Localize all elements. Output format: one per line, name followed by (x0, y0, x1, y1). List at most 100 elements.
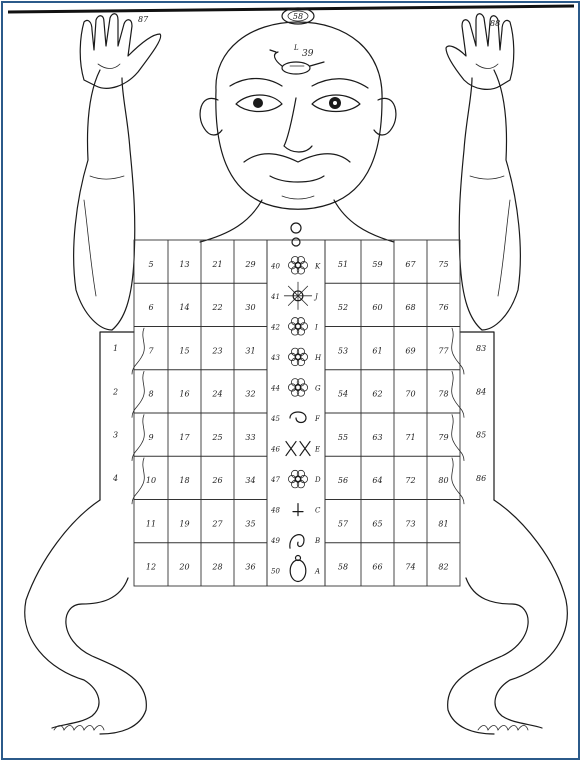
grid-cell-number: 51 (338, 260, 348, 269)
left-eye-icon (253, 98, 263, 108)
grid-cell-number: 61 (372, 346, 382, 355)
neck-right (334, 200, 394, 242)
spine-number: 42 (270, 323, 280, 331)
neck-left (200, 200, 262, 242)
spine-column: 40K41J42I43H44G45F46E47D48C49B50A (267, 223, 325, 586)
spine-symbol-icon (286, 442, 310, 456)
spine-letter: D (314, 476, 321, 484)
grid-cell-number: 67 (405, 260, 416, 269)
grid-cell-number: 62 (372, 390, 382, 399)
left-hand-label: 87 (138, 15, 149, 24)
side-label-left: 1 (113, 344, 118, 353)
top-seal-label: 58 (293, 12, 303, 21)
grid-cell-number: 66 (372, 563, 382, 572)
grid-cell-number: 13 (179, 260, 189, 269)
grid-cell-number: 58 (338, 563, 348, 572)
grid-cell-number: 34 (245, 476, 255, 485)
spine-symbol-icon (290, 556, 306, 582)
serpent-icon (452, 371, 464, 417)
grid-cell-number: 68 (405, 303, 415, 312)
spine-number: 48 (270, 507, 280, 515)
side-label-right: 84 (476, 387, 486, 396)
spine-letter: J (313, 293, 319, 301)
forehead-number: 39 (302, 49, 314, 59)
spine-number: 49 (270, 537, 280, 545)
grid-cell-number: 60 (372, 303, 382, 312)
grid-cell-number: 21 (211, 260, 222, 269)
right-leg (448, 500, 568, 734)
grid-cell-number: 30 (245, 303, 255, 312)
grid-cell-number: 63 (372, 433, 382, 442)
grid-cell-number: 6 (148, 303, 153, 312)
body-grid (134, 240, 460, 586)
spine-letter: F (314, 415, 321, 423)
serpent-icon (452, 328, 464, 374)
grid-cell-number: 19 (179, 519, 189, 528)
grid-cell-number: 59 (372, 260, 382, 269)
right-hand-label: 88 (490, 19, 500, 28)
left-arm (74, 70, 135, 330)
grid-cell-number: 26 (211, 476, 222, 485)
serpent-icon (452, 458, 464, 504)
grid-cell-number: 64 (372, 476, 382, 485)
spine-number: 40 (270, 262, 280, 270)
grid-cell-number: 22 (211, 303, 222, 312)
grid-cell-number: 28 (211, 563, 222, 572)
grid-cell-number: 52 (338, 303, 348, 312)
grid-cell-number: 71 (405, 433, 415, 442)
grid-cell-number: 53 (338, 346, 348, 355)
grid-cell-number: 55 (338, 433, 348, 442)
lotus-icon (291, 223, 301, 233)
spine-symbol-icon (284, 282, 311, 309)
grid-cell-number: 65 (372, 519, 382, 528)
serpent-icon (452, 415, 464, 461)
grid-cell-number: 80 (438, 476, 448, 485)
right-arm (459, 70, 520, 330)
side-label-left: 4 (112, 474, 118, 483)
spine-symbol-icon (288, 318, 307, 336)
grid-cell-number: 32 (245, 390, 255, 399)
spine-number: 47 (270, 476, 280, 484)
grid-cell-number: 54 (338, 390, 348, 399)
grid-cell-number: 31 (245, 346, 255, 355)
spine-letter: B (314, 537, 320, 545)
spine-letter: H (314, 354, 322, 362)
grid-cell-number: 18 (179, 476, 189, 485)
grid-cell-number: 82 (438, 563, 448, 572)
head: L 39 (200, 22, 396, 209)
grid-cell-number: 29 (244, 260, 255, 269)
grid-cell-number: 15 (179, 346, 189, 355)
grid-cell-number: 16 (179, 390, 189, 399)
spine-number: 46 (270, 446, 280, 454)
grid-cell-number: 76 (438, 303, 448, 312)
bird-icon (270, 50, 324, 74)
grid-cell-number: 74 (405, 563, 415, 572)
grid-cell-number: 35 (245, 519, 255, 528)
grid-cell-number: 25 (211, 433, 222, 442)
grid-cell-number: 5 (148, 260, 153, 269)
grid-cell-number: 11 (146, 519, 156, 528)
spine-symbol-icon (288, 379, 307, 397)
grid-cell-number: 8 (148, 390, 153, 399)
spine-letter: I (314, 323, 318, 331)
spine-symbol-icon (288, 470, 307, 488)
side-label-left: 3 (113, 431, 118, 440)
spine-symbol-icon (288, 256, 307, 274)
grid-cell-number: 81 (438, 519, 448, 528)
grid-cell-number: 14 (179, 303, 189, 312)
grid-cell-number: 79 (438, 433, 448, 442)
spine-symbol-icon (293, 504, 303, 516)
spine-symbol-icon (290, 412, 306, 423)
circle-icon (292, 238, 300, 246)
spine-symbol-icon (288, 348, 307, 366)
grid-cell-number: 70 (405, 390, 415, 399)
spine-letter: G (315, 384, 321, 392)
forehead-letter: L (293, 44, 299, 52)
grid-cell-number: 17 (179, 433, 190, 442)
grid-cell-number: 36 (245, 563, 255, 572)
spine-letter: C (315, 507, 321, 515)
grid-cell-number: 57 (338, 519, 349, 528)
grid-cell-number: 24 (211, 390, 222, 399)
grid-cell-number: 12 (146, 563, 156, 572)
